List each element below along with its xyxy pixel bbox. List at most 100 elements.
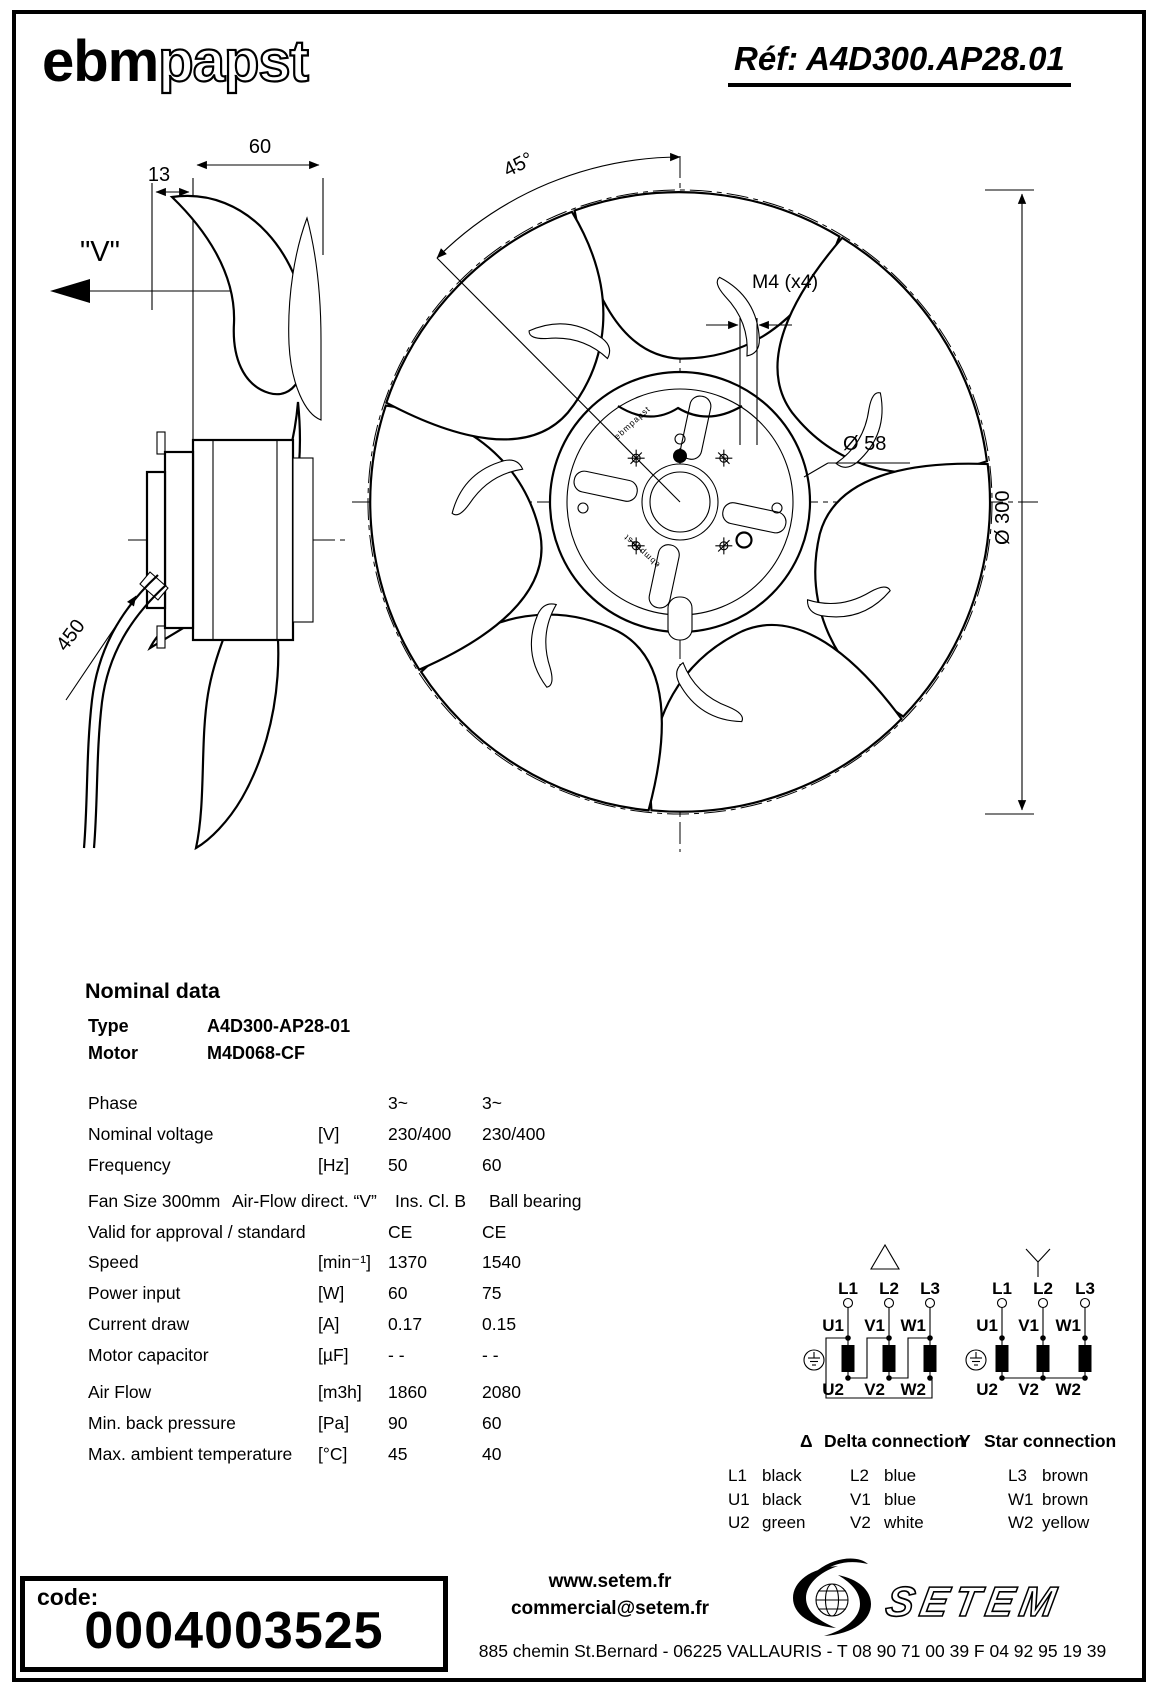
star-terminal-L2: L2 (1033, 1279, 1053, 1298)
wire-code: W2 (1008, 1513, 1034, 1532)
row-value-60hz: 3~ (482, 1093, 502, 1113)
delta-terminal-L1: L1 (838, 1279, 858, 1298)
star-symbol: Y (959, 1431, 971, 1451)
wire-color-cell: L3 brown (1008, 1466, 1088, 1486)
wire-color: white (884, 1513, 924, 1532)
wire-code: U2 (728, 1513, 750, 1532)
delta-symbol: Δ (800, 1431, 813, 1451)
delta-caption: Delta connection (824, 1431, 965, 1451)
delta-terminal-W1: W1 (900, 1316, 927, 1335)
website-link[interactable]: www.setem.fr (548, 1571, 672, 1592)
star-terminal-U2: U2 (976, 1380, 998, 1399)
side-view (50, 160, 348, 851)
row-label: Air Flow (88, 1382, 152, 1402)
front-view (352, 152, 1038, 852)
motor-row: Motor M4D068-CF (88, 1043, 305, 1064)
row-label: Frequency (88, 1155, 171, 1175)
wire-color: green (762, 1513, 806, 1532)
star-terminal-L1: L1 (992, 1279, 1012, 1298)
nominal-data-title: Nominal data (85, 979, 220, 1003)
wire-color: black (762, 1490, 802, 1509)
row-value-50hz: 230/400 (388, 1124, 452, 1144)
table-row: Max. ambient temperature [°C] 45 40 (88, 1444, 688, 1468)
row-label: Min. back pressure (88, 1413, 236, 1433)
row-value-60hz: CE (482, 1222, 507, 1242)
wire-color: brown (1042, 1466, 1089, 1485)
row-label: Valid for approval / standard (88, 1222, 306, 1242)
row-value-60hz: 2080 (482, 1382, 521, 1402)
row-value-50hz: 1370 (388, 1252, 427, 1272)
code-label: code: (37, 1584, 99, 1610)
row-value-60hz: 1540 (482, 1252, 521, 1272)
delta-terminal-L3: L3 (920, 1279, 940, 1298)
star-terminal-V2: V2 (1018, 1380, 1039, 1399)
row-label: Motor capacitor (88, 1345, 209, 1365)
star-caption: Star connection (984, 1431, 1117, 1451)
dim-depth-label: 60 (248, 136, 272, 158)
hub-diameter-label: Ø 58 (843, 433, 887, 455)
row-value-50hz: 0.17 (388, 1314, 423, 1334)
logo-outline-part: papst (157, 28, 310, 95)
row-label: Power input (88, 1283, 181, 1303)
row-unit: [W] (318, 1283, 345, 1303)
row-label: Phase (88, 1093, 138, 1113)
delta-diagram (803, 1243, 937, 1399)
type-label: Type (88, 1016, 129, 1036)
row-value-60hz: 60 (482, 1413, 502, 1433)
table-row: Phase 3~ 3~ (88, 1093, 688, 1117)
wire-color: black (762, 1466, 802, 1485)
row-value-50hz: - - (388, 1345, 405, 1365)
mounting-holes-label: M4 (x4) (752, 271, 819, 293)
row-value-50hz: 45 (388, 1444, 408, 1464)
row-value-60hz: 40 (482, 1444, 502, 1464)
type-row: Type A4D300-AP28-01 (88, 1016, 350, 1037)
airflow-direction-label: "V" (80, 236, 120, 268)
motor-label: Motor (88, 1043, 138, 1063)
row-label: Max. ambient temperature (88, 1444, 293, 1464)
wire-code: V1 (850, 1490, 871, 1509)
wire-code: W1 (1008, 1490, 1034, 1509)
delta-terminal-V2: V2 (864, 1380, 885, 1399)
ebmpapst-logo: ebmpapst (42, 28, 310, 95)
code-value: 0004003525 (84, 1602, 384, 1660)
row-value-50hz: 1860 (388, 1382, 427, 1402)
row-unit: [µF] (318, 1345, 349, 1365)
wire-color-cell: V1 blue (850, 1490, 916, 1510)
row-label: Nominal voltage (88, 1124, 214, 1144)
row-unit: [V] (318, 1124, 340, 1144)
row-label: Speed (88, 1252, 139, 1272)
row-unit: [min⁻¹] (318, 1252, 371, 1272)
row-unit: [°C] (318, 1444, 348, 1464)
row-value-60hz: - - (482, 1345, 499, 1365)
delta-terminal-U2: U2 (822, 1380, 844, 1399)
wire-color: blue (884, 1466, 917, 1485)
wire-color: yellow (1042, 1513, 1090, 1532)
star-terminal-U1: U1 (976, 1316, 998, 1335)
email-link[interactable]: commercial@setem.fr (510, 1598, 710, 1619)
star-terminal-L3: L3 (1075, 1279, 1095, 1298)
delta-terminal-V1: V1 (864, 1316, 885, 1335)
row-unit: Air-Flow direct. “V” (232, 1191, 377, 1211)
row-value-50hz: 3~ (388, 1093, 408, 1113)
reference-number: Réf: A4D300.AP28.01 (728, 40, 1071, 87)
wire-color: blue (884, 1490, 917, 1509)
delta-terminal-U1: U1 (822, 1316, 844, 1335)
delta-terminal-W2: W2 (900, 1380, 927, 1399)
setem-logo-mark: SETEM (793, 1558, 1066, 1636)
delta-terminal-L2: L2 (879, 1279, 899, 1298)
star-terminal-W2: W2 (1055, 1380, 1082, 1399)
row-value-60hz: Ball bearing (489, 1191, 582, 1211)
wire-code: L3 (1008, 1466, 1027, 1485)
star-diagram (965, 1248, 1092, 1381)
